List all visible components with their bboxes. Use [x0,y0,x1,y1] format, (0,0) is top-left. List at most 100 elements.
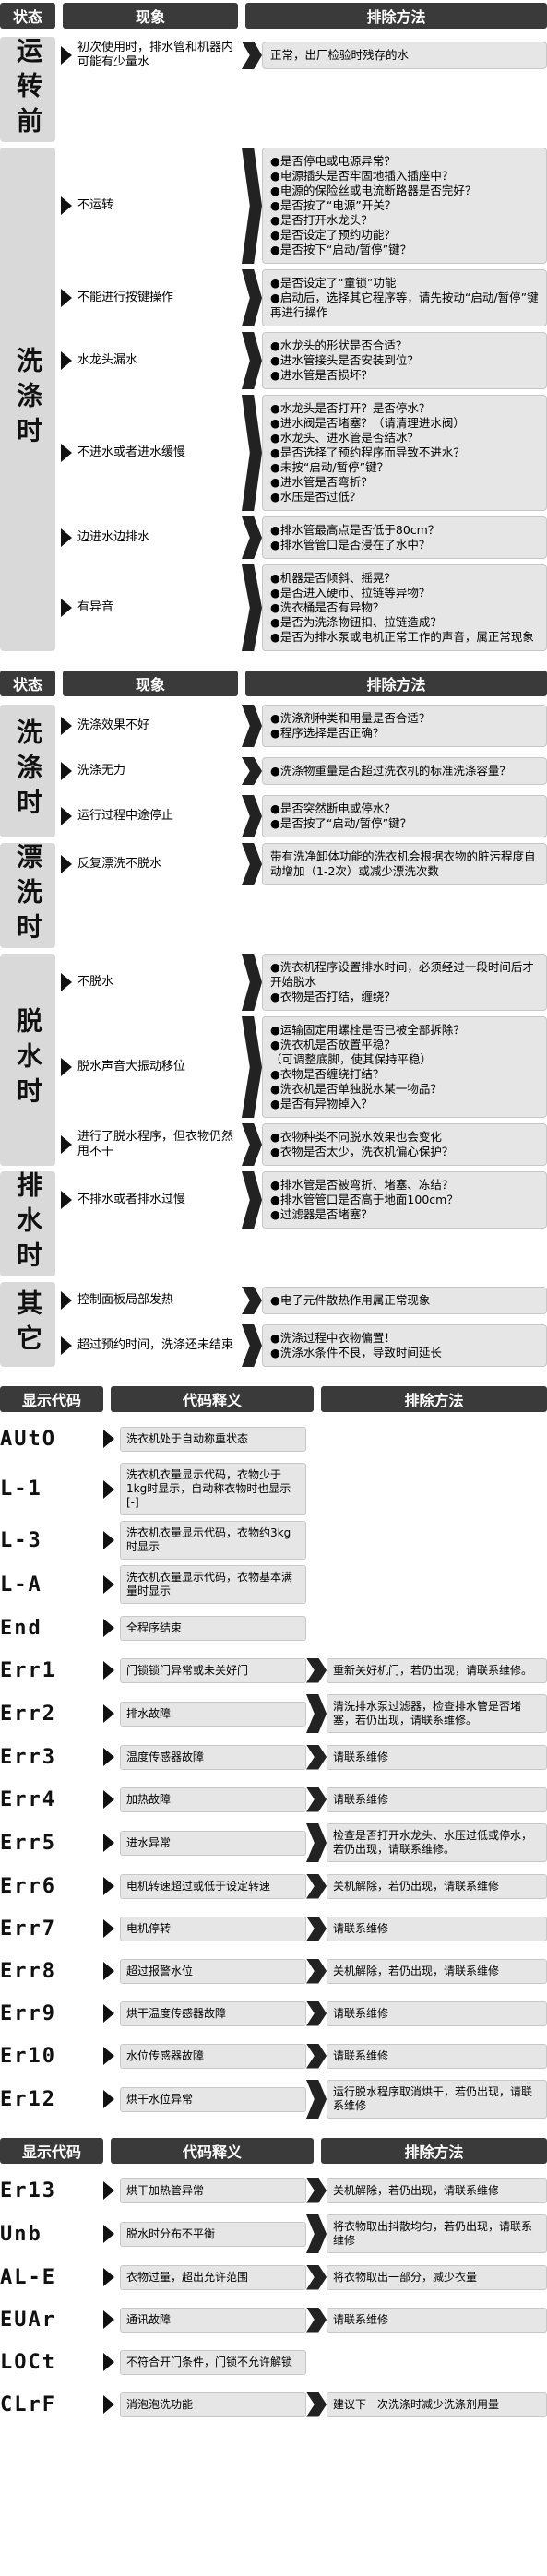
code-fix: 请联系维修 [327,2000,547,2026]
triangle-marker-icon [103,1790,114,1809]
triangle-marker-icon [103,2268,114,2286]
triangle-marker-icon [61,351,72,370]
state-label: 洗涤时 [13,347,43,452]
solution-text: ●水龙头是否打开？是否停水？ ●进水阀是否堵塞？（请清理进水阀） ●水龙头、进水… [262,395,547,511]
triangle-marker-icon [103,1661,114,1680]
state-cell: 其它 [0,1282,55,1367]
chevron-arrow-icon [306,1787,327,1812]
error-code: Er12 [0,2087,56,2111]
triangle-marker-icon [103,1430,114,1448]
trouble-row: 控制面板局部发热 ●电子元件散热作用属正常现象 [61,1282,547,1319]
code-row: LOCt 不符合开门条件，门锁不允许解锁 [0,2344,547,2380]
triangle-marker-icon [61,1135,72,1154]
trouble-row: 水龙头漏水 ●水龙头的形状是否合适？ ●进水管接头是否安装到位？ ●进水管是否损… [61,332,547,389]
solution-text: ●电子元件散热作用属正常现象 [262,1287,547,1314]
phenomenon-text: 洗涤无力 [77,764,126,778]
triangle-marker-icon [61,444,72,462]
header-solution: 排除方法 [245,671,547,696]
phenomenon-text: 控制面板局部发热 [77,1293,174,1307]
triangle-marker-icon [103,2395,114,2414]
state-cell: 洗涤时 [0,148,55,651]
code-meaning: 洗衣机衣量显示代码，衣物基本满量时显示 [120,1565,306,1604]
header-state: 状态 [0,3,55,29]
triangle-marker-icon [61,599,72,617]
code-meaning: 全程序结束 [120,1615,306,1641]
state-cell: 漂洗时 [0,843,55,948]
code-meaning: 通讯故障 [120,2307,306,2333]
chevron-arrow-icon [242,705,262,747]
group-draining: 排水时 不排水或者排水过慢 ●排水管是否被弯折、堵塞、冻结？ ●排水管管口是否高… [0,1171,547,1276]
error-code: Err8 [0,1959,56,1983]
error-code: LOCt [0,2350,56,2374]
header-solution: 排除方法 [245,3,547,29]
trouble-row: 洗涤效果不好 ●洗涤剂种类和用量是否合适？ ●程序选择是否正确？ [61,705,547,747]
code-fix [306,2356,547,2368]
code-fix [306,1433,547,1444]
code-meaning: 不符合开门条件，门锁不允许解锁 [120,2349,306,2375]
chevron-arrow-icon [242,1287,262,1314]
triangle-marker-icon [103,1531,114,1549]
error-code: L-A [0,1573,42,1597]
error-code: Err6 [0,1874,56,1898]
chevron-arrow-icon [242,516,262,559]
state-label: 洗涤时 [13,718,43,824]
phenomenon-text: 反复漂洗不脱水 [77,857,162,871]
header-meaning: 代码释义 [111,1386,314,1412]
triangle-marker-icon [61,1058,72,1076]
trouble-row: 洗涤无力 ●洗涤物重量是否超过洗衣机的标准洗涤容量？ [61,753,547,789]
trouble-row: 进行了脱水程序，但衣物仍然甩不干 ●衣物种类不同脱水效果也会变化 ●衣物是否太少… [61,1123,547,1166]
triangle-marker-icon [61,1191,72,1209]
error-code: Err3 [0,1745,56,1769]
chevron-arrow-icon [306,1873,327,1899]
chevron-arrow-icon [306,1694,327,1733]
code-fix: 关机解除，若仍出现，请联系维修 [327,1873,547,1899]
code-meaning: 电机转速超过或低于设定转速 [120,1873,306,1899]
code-meaning: 加热故障 [120,1787,306,1812]
code-fix: 请联系维修 [327,1744,547,1770]
chevron-arrow-icon [306,1916,327,1941]
triangle-marker-icon [103,1748,114,1766]
solution-text: ●洗涤物重量是否超过洗衣机的标准洗涤容量？ [262,757,547,785]
code-fix: 将衣物取出一部分，减少衣量 [327,2264,547,2290]
code-table-header: 显示代码 代码释义 排除方法 [0,2135,547,2166]
error-code: End [0,1616,42,1640]
triangle-marker-icon [61,973,72,991]
triangle-marker-icon [61,528,72,547]
header-fix: 排除方法 [321,2138,547,2164]
trouble-row: 初次使用时，排水管和机器内可能有少量水 正常，出厂检验时残存的水 [61,37,547,74]
code-fix: 请联系维修 [327,1916,547,1941]
trouble-row: 运行过程中途停止 ●是否突然断电或停水？ ●是否按了“启动/暂停”键？ [61,795,547,837]
chevron-arrow-icon [306,2043,327,2069]
trouble-row: 有异音 ●机器是否倾斜、摇晃？ ●是否进入硬币、拉链等异物？ ●洗衣桶是否有异物… [61,564,547,651]
triangle-marker-icon [103,2047,114,2065]
solution-text: ●机器是否倾斜、摇晃？ ●是否进入硬币、拉链等异物？ ●洗衣桶是否有异物？ ●是… [262,564,547,651]
solution-text: ●洗涤过程中衣物偏置！ ●洗涤水条件不良，导致时间延长 [262,1324,547,1367]
error-code: Unb [0,2222,42,2246]
header-meaning: 代码释义 [111,2138,314,2164]
chevron-arrow-icon [306,1657,327,1683]
code-fix: 请联系维修 [327,2307,547,2333]
error-code: Err2 [0,1702,56,1726]
triangle-marker-icon [103,1919,114,1938]
phenomenon-text: 洗涤效果不好 [77,718,150,732]
chevron-arrow-icon [306,1744,327,1770]
state-cell: 排水时 [0,1171,55,1276]
triangle-marker-icon [61,196,72,215]
solution-text: ●是否停电或电源异常？ ●电源插头是否牢固地插入插座中？ ●电源的保险丝或电流断… [262,148,547,264]
trouble-row: 不进水或者进水缓慢 ●水龙头是否打开？是否停水？ ●进水阀是否堵塞？（请清理进水… [61,395,547,511]
code-meaning: 烘干水位异常 [120,2086,306,2112]
table-1: 状态 现象 排除方法 运转前 初次使用时，排水管和机器内可能有少量水 正常，出厂… [0,0,547,651]
error-code: Er13 [0,2178,56,2202]
trouble-row: 边进水边排水 ●排水管最高点是否低于80cm？ ●排水管管口是否浸在了水中？ [61,516,547,559]
code-fix: 重新关好机门，若仍出现，请联系维修。 [327,1657,547,1683]
error-code: L-3 [0,1528,42,1552]
code-row: Err6 电机转速超过或低于设定转速关机解除，若仍出现，请联系维修 [0,1868,547,1905]
chevron-arrow-icon [242,954,262,1011]
